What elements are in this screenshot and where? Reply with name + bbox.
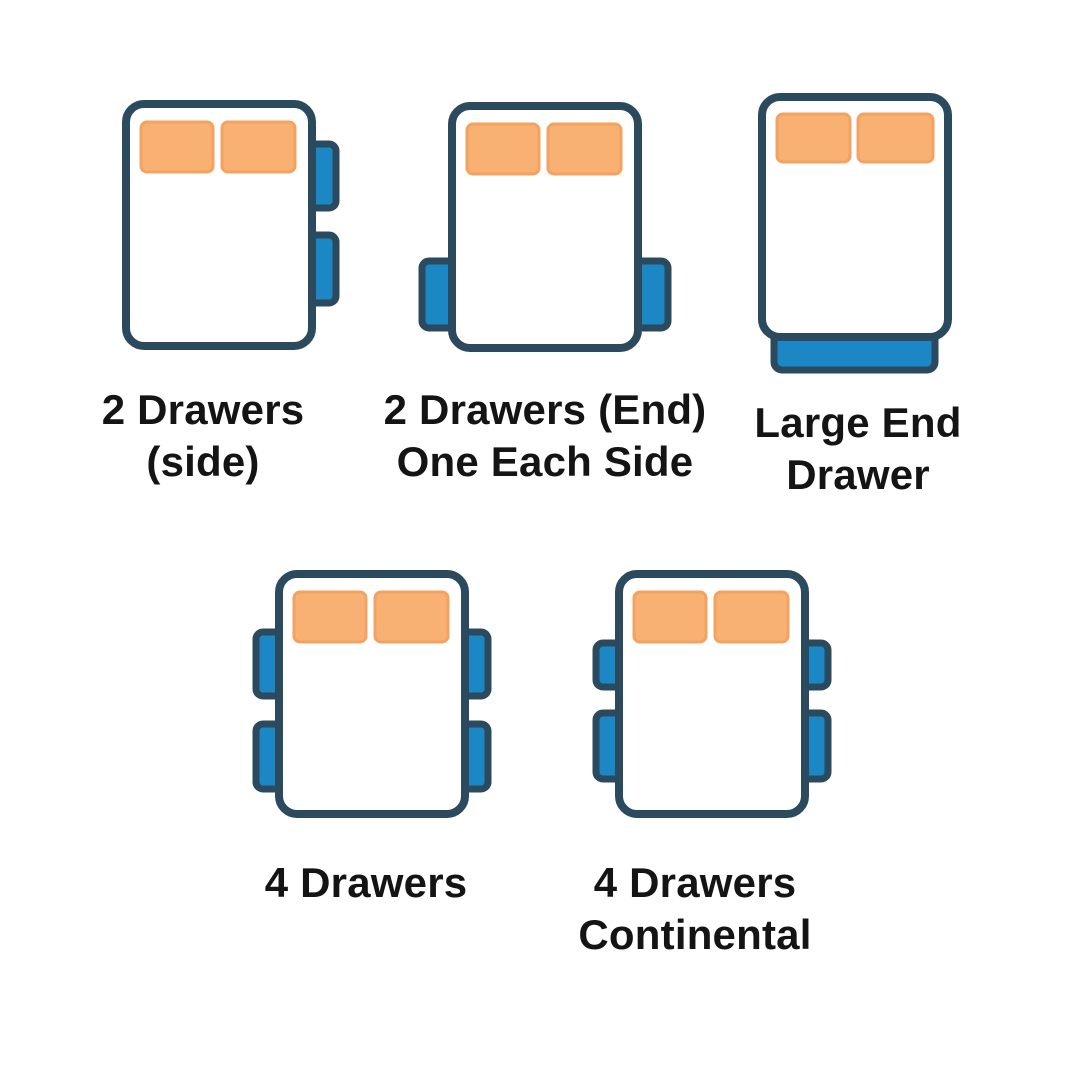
pillow-left-icon xyxy=(292,590,368,644)
label-line: Large End xyxy=(754,399,962,446)
label-2-drawers-end-one-each-side: 2 Drawers (End) One Each Side xyxy=(375,384,715,488)
label-line: (side) xyxy=(146,438,260,485)
label-line: Continental xyxy=(578,911,812,958)
bed-2-drawers-side-icon xyxy=(122,100,340,350)
pillow-left-icon xyxy=(465,122,541,176)
pillow-right-icon xyxy=(856,112,935,164)
pillow-right-icon xyxy=(713,590,790,644)
label-4-drawers: 4 Drawers xyxy=(196,857,536,909)
label-4-drawers-continental: 4 Drawers Continental xyxy=(525,857,865,961)
pillow-right-icon xyxy=(220,120,297,174)
bed-2-drawers-end-icon xyxy=(418,102,672,352)
label-2-drawers-side: 2 Drawers (side) xyxy=(33,384,373,488)
label-line: 4 Drawers xyxy=(264,859,468,906)
pillow-left-icon xyxy=(139,120,215,174)
label-line: Drawer xyxy=(786,451,930,498)
label-line: 4 Drawers xyxy=(593,859,797,906)
label-line: 2 Drawers (End) xyxy=(383,386,707,433)
label-line: One Each Side xyxy=(396,438,694,485)
pillow-left-icon xyxy=(775,112,852,164)
pillow-right-icon xyxy=(373,590,450,644)
bed-large-end-drawer-icon xyxy=(758,93,952,374)
pillow-left-icon xyxy=(632,590,708,644)
pillow-right-icon xyxy=(546,122,623,176)
bed-4-drawers-continental-icon xyxy=(592,570,832,818)
label-line: 2 Drawers xyxy=(101,386,305,433)
bed-4-drawers-icon xyxy=(252,570,492,818)
label-large-end-drawer: Large End Drawer xyxy=(688,397,1028,501)
